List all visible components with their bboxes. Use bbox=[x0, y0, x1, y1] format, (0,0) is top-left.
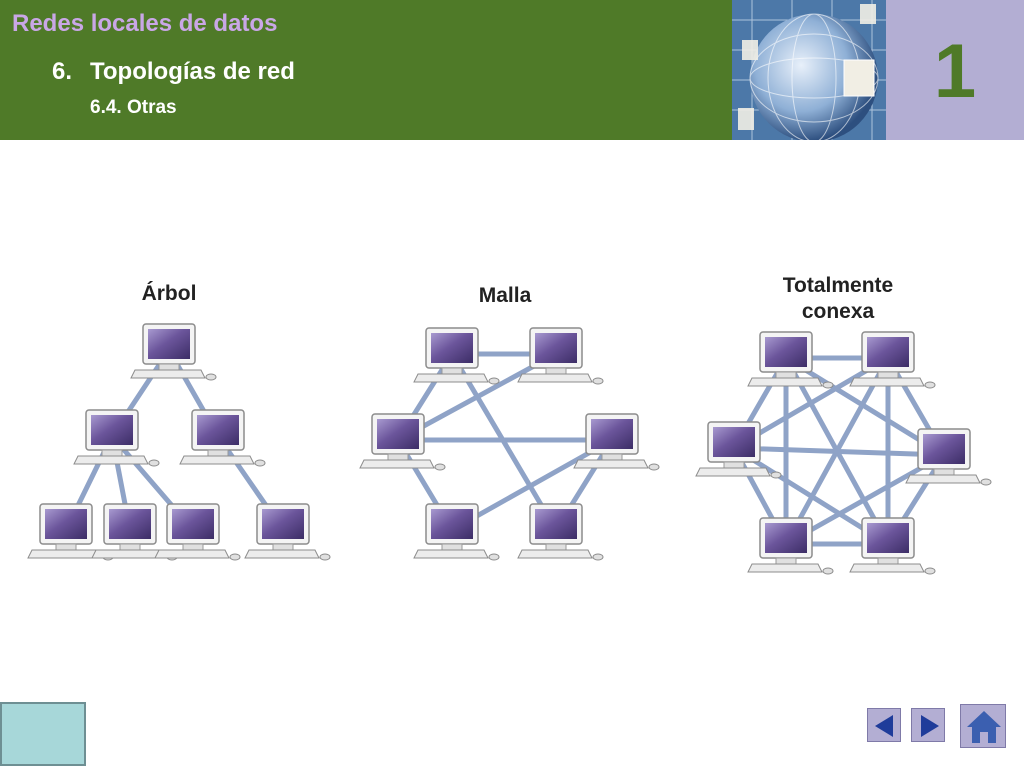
unit-panel: 1 bbox=[886, 0, 1024, 140]
footer-box bbox=[0, 702, 86, 766]
house-icon bbox=[967, 711, 1001, 743]
mesh-computer bbox=[573, 413, 660, 471]
tree-title: Árbol bbox=[142, 282, 197, 305]
topology-svg: Árbol Malla bbox=[27, 274, 992, 575]
tree-computer bbox=[130, 323, 217, 381]
full-title-line2: conexa bbox=[802, 300, 875, 323]
topology-diagrams: Árbol Malla bbox=[0, 140, 1024, 700]
section-title: Topologías de red bbox=[90, 58, 295, 85]
section-number: 6. bbox=[52, 58, 73, 85]
tree-computer bbox=[244, 503, 331, 561]
full-computer bbox=[849, 331, 936, 389]
tree-computer bbox=[179, 409, 266, 467]
triangle-left-icon bbox=[875, 715, 893, 737]
tree-computer bbox=[154, 503, 241, 561]
globe-image bbox=[732, 0, 886, 140]
full-links bbox=[731, 355, 947, 547]
globe-icon bbox=[732, 0, 886, 140]
prev-button[interactable] bbox=[867, 708, 901, 742]
full-title-line1: Totalmente bbox=[783, 274, 893, 297]
mesh-title: Malla bbox=[479, 284, 532, 307]
subsection-title: 6.4. Otras bbox=[90, 97, 177, 118]
mesh-computer bbox=[517, 503, 604, 561]
next-button[interactable] bbox=[911, 708, 945, 742]
triangle-right-icon bbox=[921, 715, 939, 737]
mesh-computer bbox=[517, 327, 604, 385]
unit-number: 1 bbox=[933, 29, 977, 114]
full-computer bbox=[849, 517, 936, 575]
home-button[interactable] bbox=[960, 704, 1006, 748]
course-title: Redes locales de datos bbox=[12, 10, 278, 37]
header-bar: Redes locales de datos 6. Topologías de … bbox=[0, 0, 732, 140]
tree-computer bbox=[73, 409, 160, 467]
full-computer bbox=[905, 428, 992, 486]
